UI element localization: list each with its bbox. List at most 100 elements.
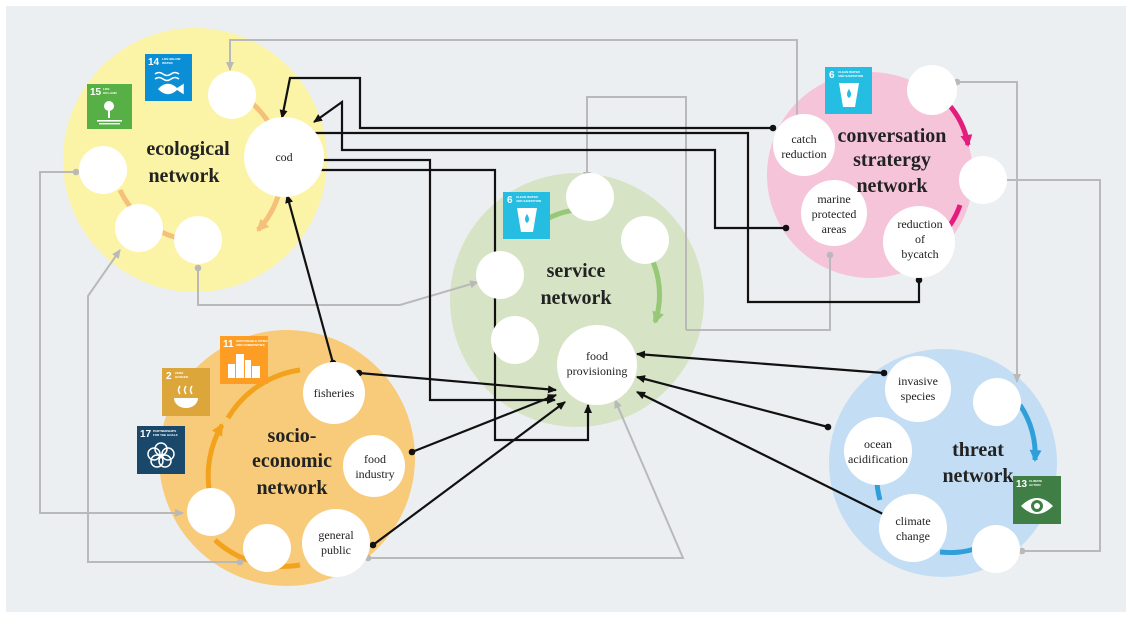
black-link: [636, 391, 891, 520]
cod-node[interactable]: [244, 117, 324, 197]
svg-text:CLEAN WATER: CLEAN WATER: [838, 70, 861, 74]
invasive-species-node[interactable]: [885, 356, 951, 422]
black-link: [307, 168, 592, 442]
water-drop-icon: [839, 83, 859, 107]
food-industry-label: food: [364, 452, 386, 466]
svg-text:SUSTAINABLE CITIES: SUSTAINABLE CITIES: [236, 339, 268, 343]
general-public-label: public: [321, 543, 351, 557]
fisheries-node[interactable]: [303, 362, 365, 424]
sdg-11-badge: 11 SUSTAINABLE CITIES AND COMMUNITIES: [220, 336, 268, 384]
bowl-icon: [174, 385, 198, 408]
socio-network-title: socio-: [268, 425, 317, 447]
socio-network-title: network: [256, 477, 328, 499]
svg-text:LIFE: LIFE: [103, 87, 110, 91]
socio-node-left[interactable]: [187, 488, 235, 536]
svg-text:ON LAND: ON LAND: [103, 91, 117, 95]
black-link: [285, 194, 337, 367]
socio-node-bottom[interactable]: [243, 524, 291, 572]
black-link: [369, 401, 566, 549]
black-link: [636, 350, 888, 377]
catch-reduction-node[interactable]: [773, 114, 835, 176]
ocean-acidification-label: acidification: [848, 452, 908, 466]
ocean-acidification-node[interactable]: [844, 417, 912, 485]
ecological-node-left[interactable]: [79, 146, 127, 194]
service-network-title: service: [547, 260, 606, 282]
catch-reduction-label: reduction: [781, 147, 826, 161]
conservation-network-title: conversation: [838, 125, 947, 147]
ecological-node-bottom-left[interactable]: [115, 204, 163, 252]
threat-node-top-right[interactable]: [973, 378, 1021, 426]
marine-protected-areas-label: areas: [822, 222, 847, 236]
food-industry-node[interactable]: [343, 435, 405, 497]
grey-link: [87, 249, 244, 566]
threat-network-title: threat: [952, 439, 1004, 461]
conservation-network-title: network: [856, 175, 928, 197]
svg-text:ZERO: ZERO: [175, 371, 184, 375]
black-link: [313, 99, 790, 232]
ecological-network-title: ecological: [146, 138, 230, 160]
sdg-15-badge: 15 LIFE ON LAND: [87, 84, 132, 129]
food-provisioning-node[interactable]: [557, 325, 637, 405]
climate-change-node[interactable]: [879, 494, 947, 562]
general-public-label: general: [318, 528, 354, 542]
threat-network-title: network: [942, 465, 1014, 487]
svg-text:13: 13: [1016, 479, 1028, 490]
food-provisioning-label: food: [586, 349, 608, 363]
sdg-2-badge: 2 ZERO HUNGER: [162, 368, 210, 416]
grey-link: [226, 39, 801, 132]
service-node-right[interactable]: [621, 216, 669, 264]
svg-text:2: 2: [166, 371, 172, 382]
socio-network-title: economic: [252, 450, 332, 472]
svg-text:AND COMMUNITIES: AND COMMUNITIES: [236, 343, 265, 347]
city-icon: [228, 354, 260, 378]
water-drop-icon: [517, 208, 537, 232]
food-provisioning-label: provisioning: [567, 364, 628, 378]
service-network-title: network: [540, 287, 612, 309]
svg-text:LIFE BELOW: LIFE BELOW: [162, 57, 181, 61]
general-public-node[interactable]: [302, 509, 370, 577]
catch-reduction-label: catch: [791, 132, 816, 146]
svg-text:HUNGER: HUNGER: [175, 375, 189, 379]
svg-text:CLEAN WATER: CLEAN WATER: [516, 195, 539, 199]
svg-text:6: 6: [829, 70, 835, 81]
svg-text:CLIMATE: CLIMATE: [1029, 479, 1042, 483]
climate-change-label: change: [896, 529, 930, 543]
food-industry-label: industry: [355, 467, 394, 481]
fisheries-label: fisheries: [314, 386, 355, 400]
marine-protected-areas-label: protected: [812, 207, 857, 221]
invasive-species-label: species: [901, 389, 936, 403]
conservation-network-title: stratergy: [853, 149, 931, 171]
reduction-of-bycatch-node[interactable]: [883, 206, 955, 278]
conservation-node-top[interactable]: [907, 65, 957, 115]
eye-globe-icon: [1021, 498, 1053, 514]
ocean-acidification-label: ocean: [864, 437, 892, 451]
grey-link: [686, 251, 834, 331]
conservation-node-right[interactable]: [959, 156, 1007, 204]
svg-text:PARTNERSHIPS: PARTNERSHIPS: [153, 429, 176, 433]
sdg-6-badge: 6 CLEAN WATER AND SANITATION: [503, 192, 550, 239]
marine-protected-areas-node[interactable]: [801, 180, 867, 246]
black-link: [355, 369, 557, 394]
svg-text:WATER: WATER: [162, 61, 173, 65]
threat-node-bottom-right[interactable]: [972, 525, 1020, 573]
svg-text:AND SANITATION: AND SANITATION: [838, 74, 863, 78]
sdg-14-badge: 14 LIFE BELOW WATER: [145, 54, 192, 101]
svg-text:AND SANITATION: AND SANITATION: [516, 199, 541, 203]
ecological-node-top[interactable]: [208, 71, 256, 119]
service-node-bottom-left[interactable]: [491, 316, 539, 364]
sdg-6-badge: 6 CLEAN WATER AND SANITATION: [825, 67, 872, 114]
svg-text:15: 15: [90, 87, 102, 98]
svg-text:17: 17: [140, 429, 152, 440]
svg-text:ACTION: ACTION: [1029, 483, 1041, 487]
cod-label: cod: [275, 150, 292, 164]
service-node-top[interactable]: [566, 173, 614, 221]
svg-text:14: 14: [148, 57, 160, 68]
grey-link: [964, 176, 1101, 555]
fish-icon: [154, 71, 184, 95]
grey-link: [39, 168, 184, 517]
climate-change-label: climate: [895, 514, 930, 528]
svg-text:6: 6: [507, 195, 513, 206]
ecological-node-bottom[interactable]: [174, 216, 222, 264]
service-node-left[interactable]: [476, 251, 524, 299]
